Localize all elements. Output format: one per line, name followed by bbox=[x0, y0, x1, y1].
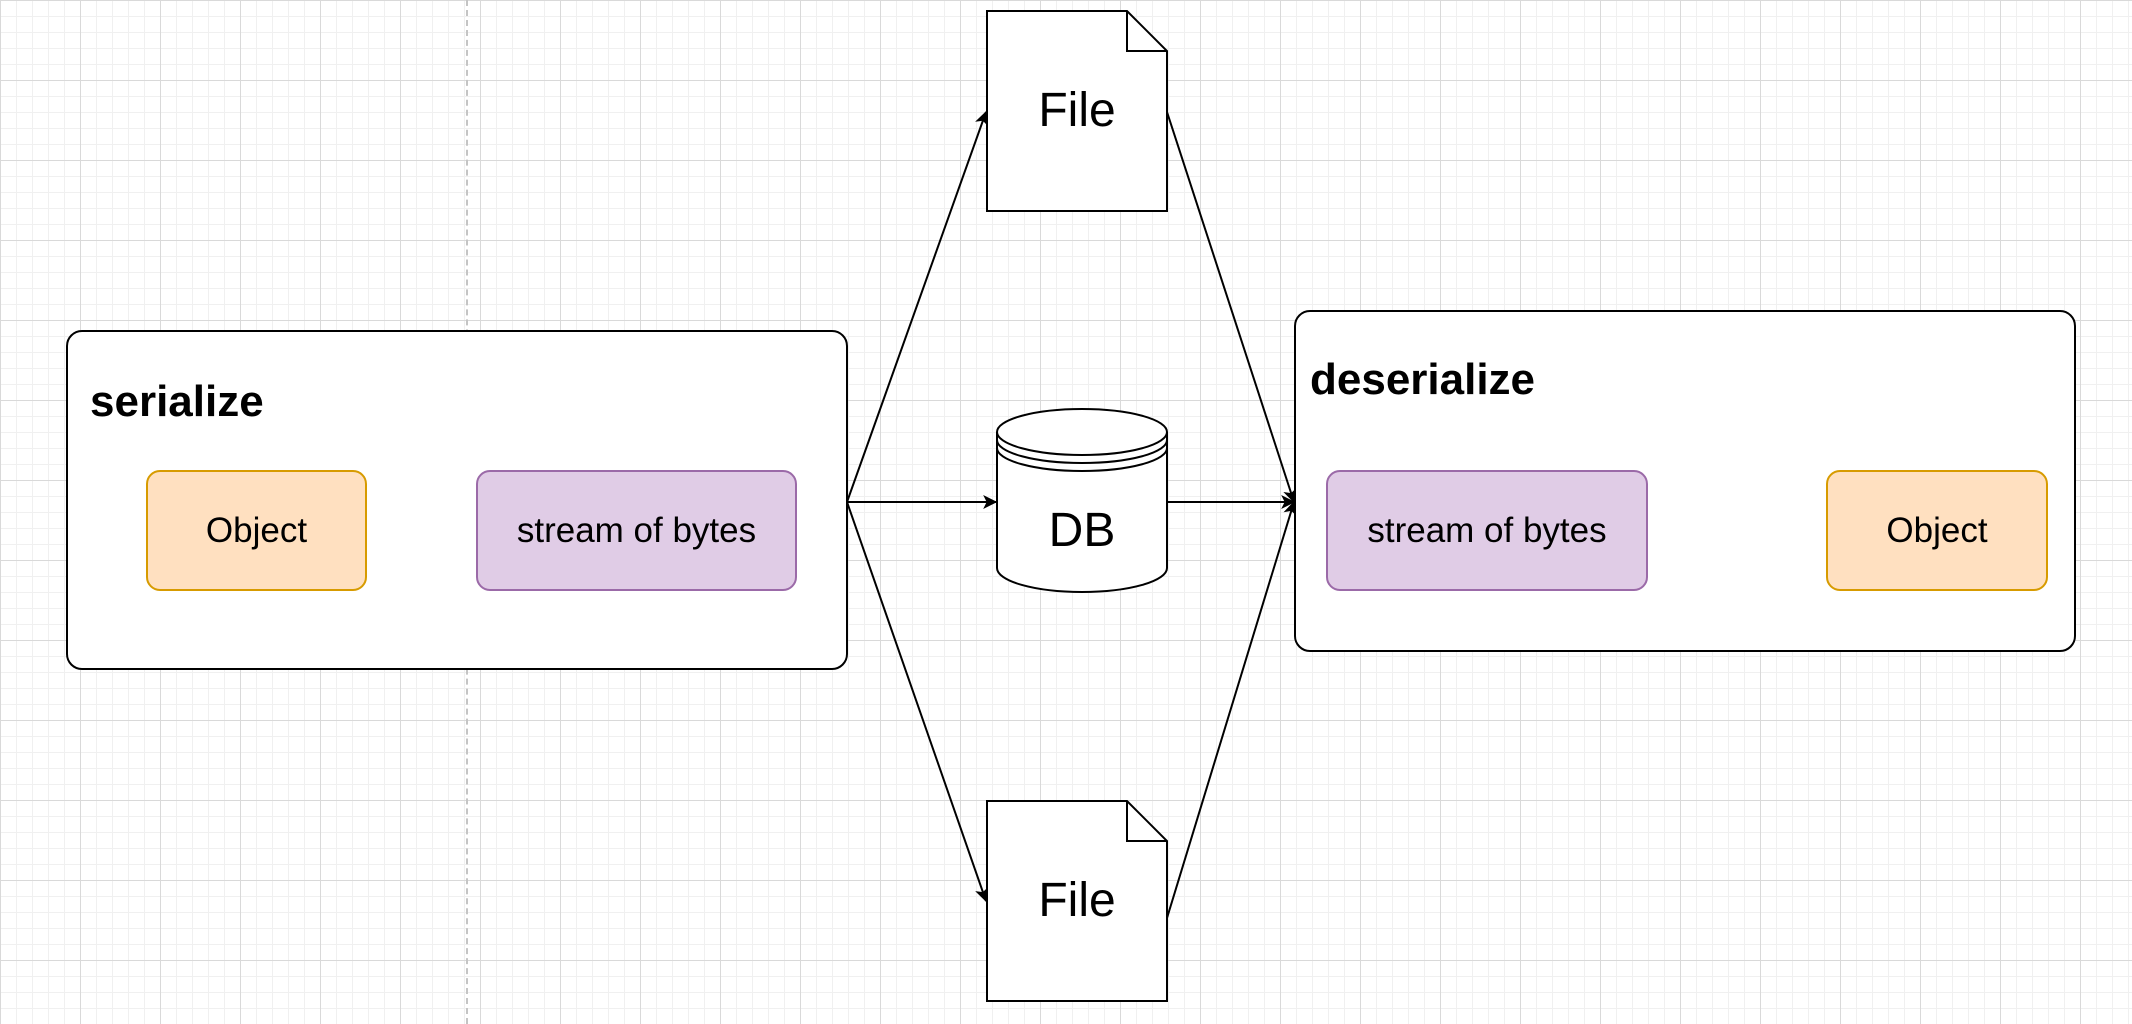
edge-serialize-to-file-bottom bbox=[846, 501, 989, 903]
file-icon-top[interactable] bbox=[986, 10, 1168, 212]
object-node-deserialize[interactable]: Object bbox=[1826, 470, 2048, 591]
database-icon[interactable] bbox=[996, 408, 1168, 594]
deserialize-title: deserialize bbox=[1310, 355, 1536, 404]
db-label: DB bbox=[1048, 503, 1116, 557]
edge-file-bottom-to-deserialize bbox=[1166, 500, 1297, 919]
object-node-serialize[interactable]: Object bbox=[146, 470, 367, 591]
serialize-title: serialize bbox=[90, 377, 264, 426]
file-label-bottom: File bbox=[1038, 873, 1116, 927]
edge-file-top-to-deserialize bbox=[1166, 111, 1297, 504]
edge-serialize-to-file-top bbox=[846, 110, 989, 503]
stream-of-bytes-node-serialize[interactable]: stream of bytes bbox=[476, 470, 797, 591]
file-label-top: File bbox=[1038, 83, 1116, 137]
stream-of-bytes-node-deserialize[interactable]: stream of bytes bbox=[1326, 470, 1648, 591]
file-icon-bottom[interactable] bbox=[986, 800, 1168, 1002]
